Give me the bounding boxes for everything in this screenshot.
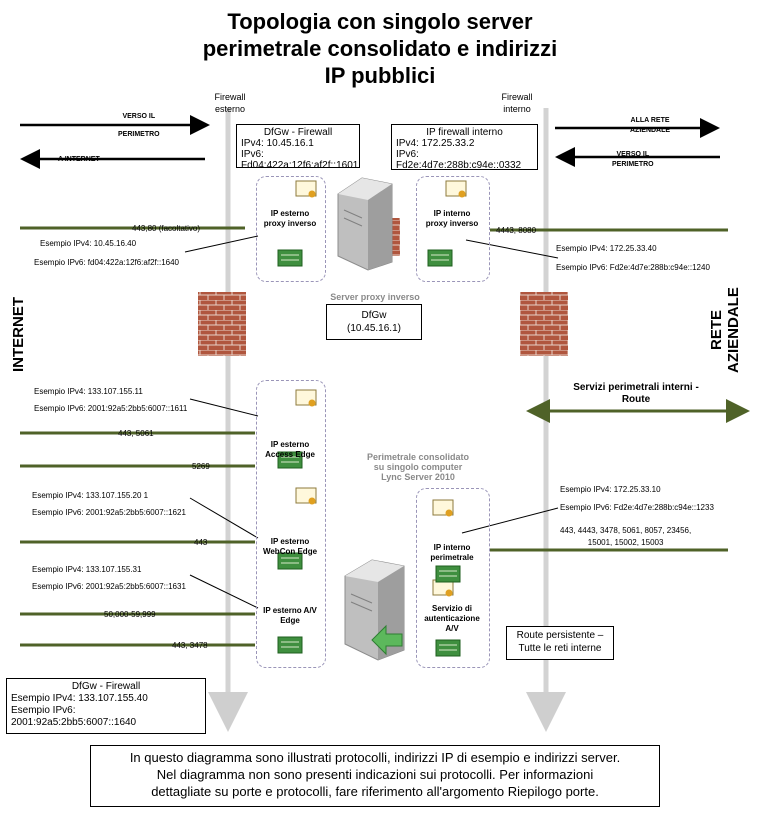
dfgw-bottom-title: DfGw - Firewall (71, 681, 141, 692)
proxy-external-ip-label: IP esterno proxy inverso (263, 209, 317, 228)
zone-edge-internal (416, 488, 490, 668)
dfgw-bottom-ipv6-label: Esempio IPv6: (11, 705, 76, 716)
access-edge-ipv4: Esempio IPv4: 133.107.155.11 (34, 387, 143, 396)
side-label-internet: INTERNET (10, 297, 27, 372)
nic-icon (277, 451, 303, 469)
port-443-3478: 443, 3478 (172, 641, 208, 650)
zone-proxy-external (256, 176, 326, 282)
port-5269: 5269 (192, 462, 210, 471)
dfgw-bottom-ipv6: 2001:92a5:2bb5:6007::1640 (11, 717, 137, 728)
edge-internal-ipv4: Esempio IPv4: 172.25.33.10 (560, 485, 661, 494)
dfgw-external-ipv4: IPv4: 10.45.16.1 (241, 138, 314, 149)
dfgw-external-ipv6-label: IPv6: (241, 149, 264, 160)
edge-internal-ipv6: Esempio IPv6: Fd2e:4d7e:288b:c94e::1233 (560, 503, 714, 512)
dfgw-external-ipv6: Fd04:422a:12f6:af2f::1601 (241, 160, 359, 171)
access-edge-port: 443, 5061 (118, 429, 154, 438)
ip-firewall-internal-title: IP firewall interno (426, 127, 503, 138)
internal-services-label: Servizi perimetrali interni - Route (573, 382, 699, 405)
server-edge (344, 559, 405, 661)
access-edge-label: IP esterno Access Edge (265, 440, 315, 459)
brick-wall-right (520, 292, 568, 356)
ip-firewall-internal-box: IP firewall interno IPv4: 172.25.33.2 IP… (391, 124, 538, 171)
webcon-edge-port: 443 (194, 538, 208, 547)
arrow-label-to-perimeter: VERSO IL PERIMETRO (118, 113, 160, 138)
proxy-server-label: Server proxy inverso (330, 292, 420, 302)
dfgw-external-box: DfGw - Firewall IPv4: 10.45.16.1 IPv6: F… (236, 124, 360, 171)
proxy-internal-port: 4443, 8080 (496, 226, 537, 235)
diagram-title: Topologia con singolo server perimetrale… (202, 9, 558, 88)
arrow-label-to-corporate: ALLA RETE AZIENDALE (630, 117, 671, 134)
ip-firewall-internal-ipv4: IPv4: 172.25.33.2 (396, 138, 475, 149)
firewall-internal-label: Firewall interno (501, 92, 533, 114)
nic-icon (277, 249, 303, 267)
proxy-internal-ipv6: Esempio IPv6: Fd2e:4d7e:288b:c94e::1240 (556, 263, 710, 272)
nic-icon (435, 639, 461, 657)
persistent-route-box: Route persistente – Tutte le reti intern… (506, 626, 614, 660)
server-proxy (337, 177, 393, 271)
proxy-internal-ipv4: Esempio IPv4: 172.25.33.40 (556, 244, 657, 253)
consolidated-edge-label: Perimetrale consolidato su singolo compu… (366, 452, 470, 482)
nic-icon (277, 552, 303, 570)
dfgw-bottom-box: DfGw - Firewall Esempio IPv4: 133.107.15… (6, 678, 206, 734)
brick-wall-left (198, 292, 246, 356)
nic-icon (427, 249, 453, 267)
webcon-edge-ipv6: Esempio IPv6: 2001:92a5:2bb5:6007::1621 (32, 508, 186, 517)
av-edge-ipv4: Esempio IPv4: 133.107.155.31 (32, 565, 142, 574)
av-auth-service-label: Servizio di autenticazione A/V (424, 604, 480, 633)
proxy-external-ipv6: Esempio IPv6: fd04:422a:12f6:af2f::1640 (34, 258, 179, 267)
proxy-dfgw-box: DfGw (10.45.16.1) (326, 304, 422, 340)
nic-icon (435, 565, 461, 583)
webcon-edge-ipv4: Esempio IPv4: 133.107.155.20 1 (32, 491, 149, 500)
ip-firewall-internal-ipv6-label: IPv6: (396, 149, 419, 160)
proxy-external-ipv4: Esempio IPv4: 10.45.16.40 (40, 239, 137, 248)
webcon-edge-label: IP esterno WebCon Edge (262, 537, 318, 556)
dfgw-bottom-ipv4: Esempio IPv4: 133.107.155.40 (11, 693, 148, 704)
footer-note: In questo diagramma sono illustrati prot… (90, 745, 660, 807)
proxy-internal-ip-label: IP interno proxy inverso (425, 209, 479, 228)
proxy-external-port: 443,80 (facoltativo) (132, 224, 201, 233)
access-edge-ipv6: Esempio IPv6: 2001:92a5:2bb5:6007::1611 (34, 404, 188, 413)
av-edge-ipv6: Esempio IPv6: 2001:92a5:2bb5:6007::1631 (32, 582, 186, 591)
firewall-external-label: Firewall esterno (214, 92, 246, 114)
arrow-label-to-perimeter-right: VERSO IL PERIMETRO (612, 151, 654, 168)
dfgw-external-title: DfGw - Firewall (263, 127, 333, 138)
nic-icon (277, 636, 303, 654)
zone-proxy-internal (416, 176, 490, 282)
av-edge-label: IP esterno A/V Edge (263, 606, 317, 625)
ip-firewall-internal-ipv6: Fd2e:4d7e:288b:c94e::0332 (396, 160, 522, 171)
edge-internal-label: IP interno perimetrale (430, 543, 474, 562)
zone-edge-external (256, 380, 326, 668)
arrow-label-to-internet: A INTERNET (58, 156, 100, 163)
edge-internal-ports: 443, 4443, 3478, 5061, 8057, 23456, 1500… (560, 526, 692, 547)
av-edge-port: 50,000-59,999 (104, 610, 156, 619)
side-label-corporate: RETE AZIENDALE (708, 287, 742, 373)
